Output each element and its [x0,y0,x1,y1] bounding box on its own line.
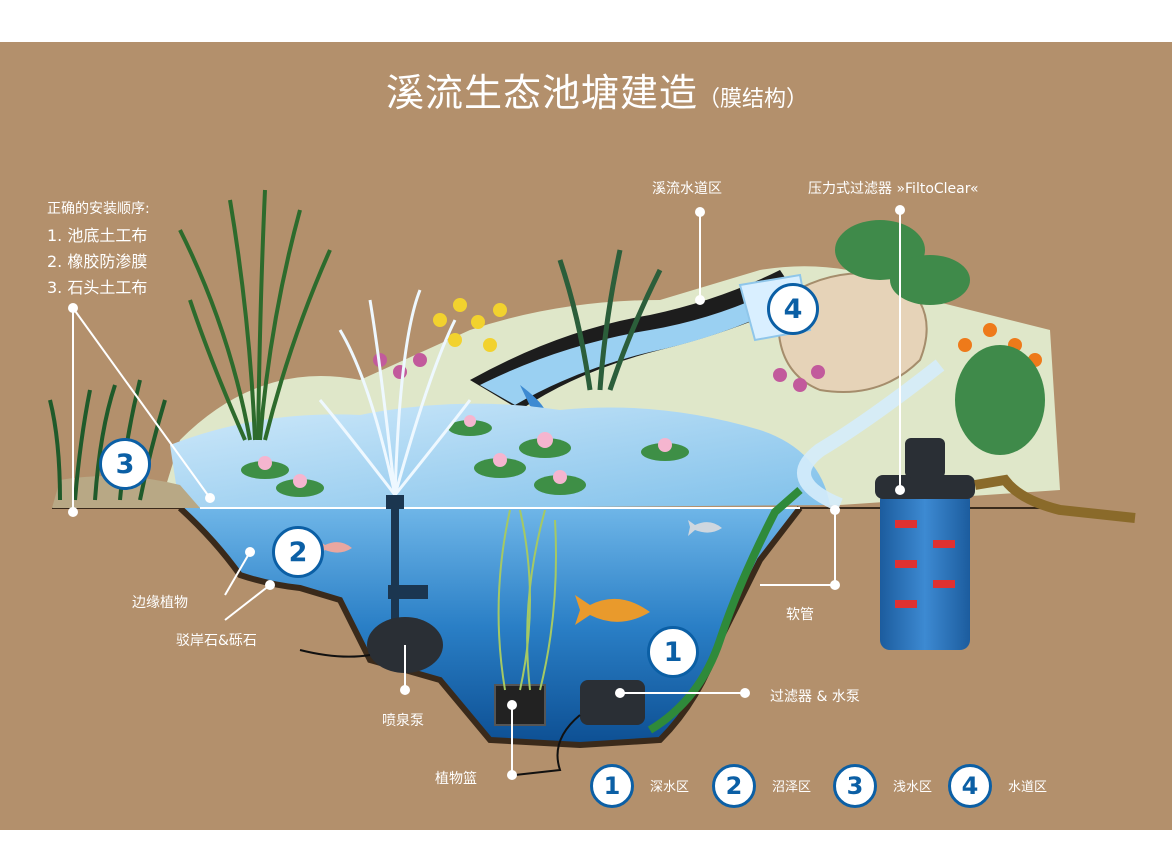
legend-label-1: 深水区 [650,780,690,795]
label-revetment: 驳岸石&砾石 [176,633,257,649]
reed-plant [178,189,332,441]
pressure-filter-handle [905,438,945,478]
legend-badge-4: 4 [948,764,992,808]
outflow-pipe [974,474,1136,523]
legend-label-2: 沼泽区 [772,780,812,795]
hose [647,486,803,734]
water-lilies [241,415,689,497]
legend-label-4: 水道区 [1008,780,1048,795]
legend-badge-1: 1 [590,764,634,808]
return-loop [797,359,945,512]
install-step-3: 3. 石头土工布 [47,278,148,297]
label-pressure-filter: 压力式过滤器 »FiltoClear« [808,181,979,197]
title-main: 溪流生态池塘建造 [386,71,699,115]
fish-small [318,540,352,556]
stream-water [480,285,795,405]
zone-badge-deep: 1 [647,626,699,678]
install-step-1: 1. 池底土工布 [47,226,148,245]
plant-basket-shape [494,684,546,726]
install-order-heading: 正确的安装顺序: [47,201,150,217]
iris-plants [557,249,663,391]
page-title: 溪流生态池塘建造（膜结构） [386,62,808,117]
leader-dots [68,205,905,780]
filter-foam [895,520,955,608]
legend-label-3: 浅水区 [893,780,933,795]
fountain-cable [299,649,371,658]
pressure-filter-lid [875,475,975,499]
legend-badge-3: 3 [833,764,877,808]
title-sub: （膜结构） [698,87,809,112]
zone-badge-stream: 4 [767,283,819,335]
fish-orange [575,595,650,625]
fountain-nozzle [386,495,404,509]
legend-badge-2: 2 [712,764,756,808]
stream-arrow [520,385,545,410]
zone-badge-marsh: 2 [272,526,324,578]
label-stream-channel: 溪流水道区 [652,181,722,197]
label-plant-basket: 植物篮 [435,771,477,787]
fish-silver [688,520,722,536]
leader-lines [72,210,901,775]
label-hose: 软管 [786,607,814,623]
fountain-spray [318,289,472,496]
pressure-filter-body [880,490,970,650]
install-step-2: 2. 橡胶防渗膜 [47,252,148,271]
label-filter-pump: 过滤器 & 水泵 [770,689,860,705]
pump-cable [514,714,581,776]
bank-left [52,476,200,508]
right-shrubs [835,220,1045,455]
filter-pump-body [580,680,645,725]
label-marginal-plants: 边缘植物 [132,595,188,611]
pond-basin [180,508,800,745]
submerged-plants [497,509,557,691]
yellow-flowers [433,298,507,352]
label-fountain-pump: 喷泉泵 [382,713,424,729]
zone-badge-shallow: 3 [99,438,151,490]
fountain-valve [388,585,428,599]
